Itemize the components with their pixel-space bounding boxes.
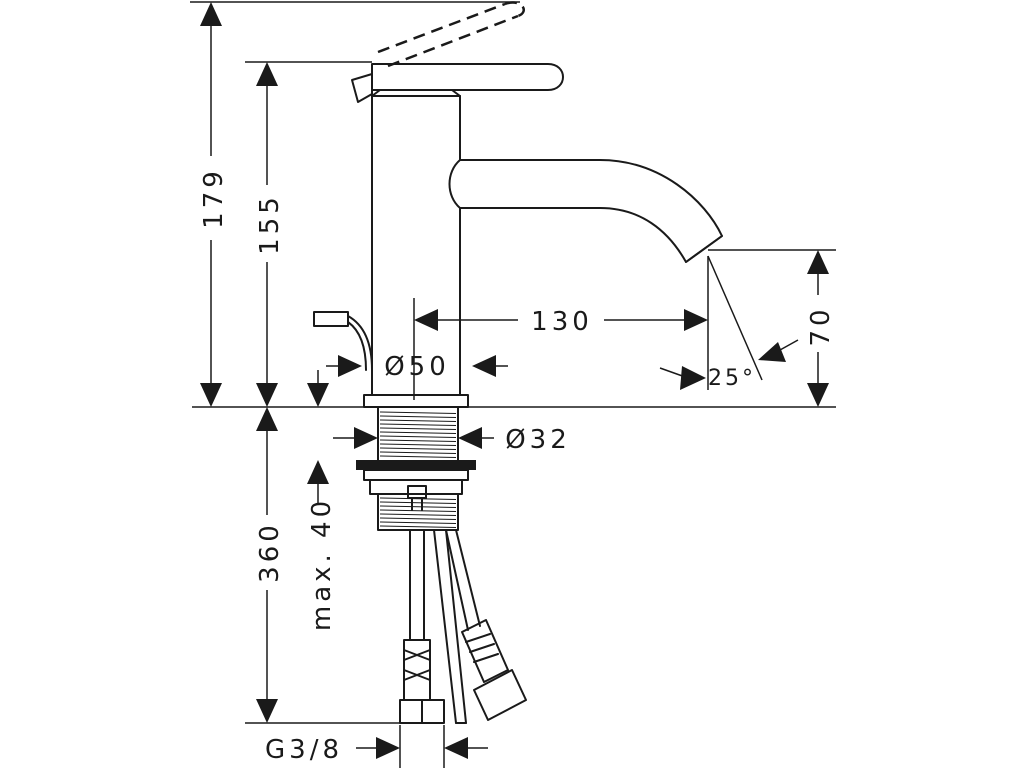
dimension-angle-25-label: 25° [708, 366, 756, 391]
dimension-diameter-50-label: Ø50 [384, 352, 450, 382]
popup-rod [313, 311, 373, 371]
dimension-155-label: 155 [255, 193, 285, 255]
shank-thread-line [379, 451, 457, 454]
shank-thread-line [379, 439, 457, 442]
faucet-body [363, 89, 723, 408]
dimension-max40-label: max. 40 [307, 497, 337, 631]
shank-thread-line [379, 427, 457, 430]
mounting-hardware [356, 460, 476, 531]
extension-lines [190, 1, 836, 768]
shank-thread-line [379, 419, 457, 422]
dimension-lines [210, 24, 819, 749]
shank-thread-line [379, 443, 457, 446]
dimension-g38-label: G3/8 [265, 735, 343, 765]
shank-thread-line [379, 415, 457, 418]
nut-thread-line [379, 517, 457, 520]
threaded-shank [377, 406, 459, 461]
nut-thread-line [379, 505, 457, 508]
arrowheads [200, 2, 829, 759]
dimension-70-label: 70 [806, 305, 836, 346]
nut-thread-line [379, 513, 457, 516]
shank-thread-line [379, 431, 457, 434]
nut-thread-line [379, 521, 457, 524]
dimension-360-label: 360 [255, 521, 285, 583]
shank-thread-line [379, 411, 457, 414]
dimension-labels: 179 155 360 max. 40 70 130 Ø50 Ø32 25° G… [199, 167, 836, 765]
dimension-179-label: 179 [199, 167, 229, 229]
dimension-diameter-32-label: Ø32 [505, 425, 571, 455]
nut-thread-line [379, 525, 457, 528]
shank-thread-line [379, 455, 457, 458]
supply-hoses [399, 529, 527, 724]
nut-thread-line [379, 509, 457, 512]
shank-thread-line [379, 423, 457, 426]
dimension-130-label: 130 [531, 307, 593, 337]
shank-thread-line [379, 435, 457, 438]
shank-thread-line [379, 447, 457, 450]
lever-handle [351, 1, 564, 103]
nut-thread-line [379, 501, 457, 504]
